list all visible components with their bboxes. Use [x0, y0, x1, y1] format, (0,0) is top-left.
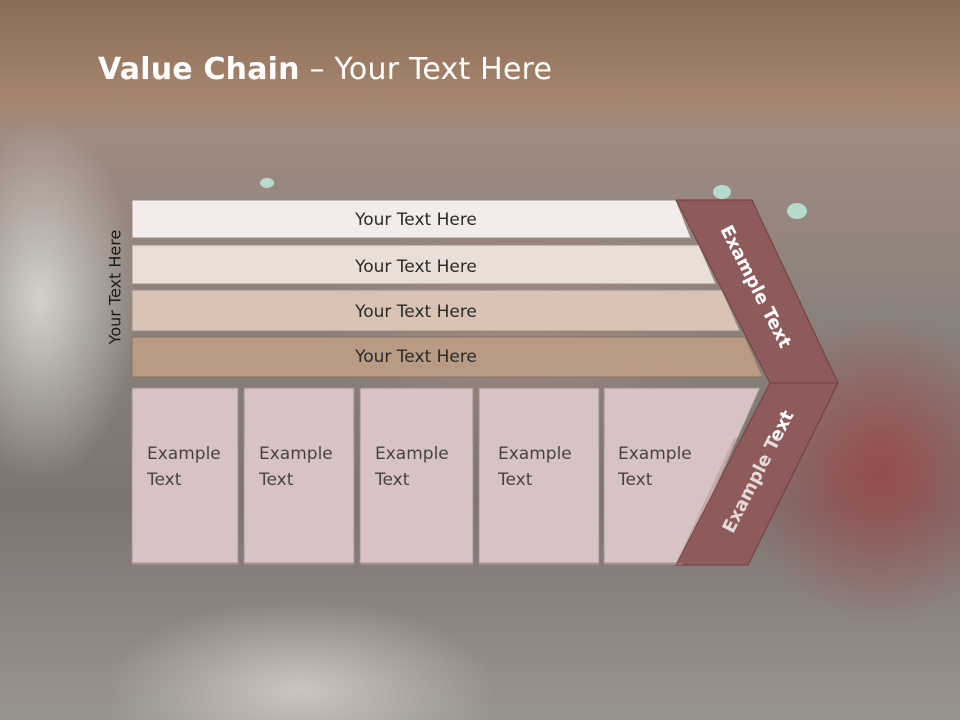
support-band-label: Your Text Here — [354, 347, 477, 367]
primary-box: Example Text — [478, 387, 600, 564]
primary-box-line1: Example — [259, 444, 333, 464]
primary-box-line2: Text — [258, 470, 294, 490]
support-band: Your Text Here — [131, 199, 692, 239]
primary-box-line1: Example — [498, 444, 572, 464]
bokeh-light — [787, 203, 807, 219]
reflection — [132, 438, 806, 565]
primary-box-line2: Text — [374, 470, 410, 490]
support-band-label: Your Text Here — [354, 210, 477, 230]
primary-box-line1: Example — [147, 444, 221, 464]
title-bold: Value Chain — [98, 52, 300, 87]
primary-box: Example Text — [603, 387, 761, 564]
bokeh-light — [260, 178, 274, 188]
primary-box-line2: Text — [497, 470, 533, 490]
primary-box-line2: Text — [617, 470, 653, 490]
slide-title: Value Chain – Your Text Here — [98, 52, 552, 87]
primary-box-line2: Text — [146, 470, 182, 490]
primary-box-line1: Example — [375, 444, 449, 464]
header-band — [0, 0, 960, 135]
support-band: Your Text Here — [131, 244, 717, 285]
support-band: Your Text Here — [131, 336, 764, 378]
primary-box: Example Text — [131, 387, 239, 564]
primary-box: Example Text — [243, 387, 355, 564]
primary-box: Example Text — [359, 387, 474, 564]
support-band: Your Text Here — [131, 289, 741, 332]
primary-box-line1: Example — [618, 444, 692, 464]
title-rest: – Your Text Here — [299, 52, 553, 87]
bokeh-light — [713, 185, 731, 199]
support-band-label: Your Text Here — [354, 302, 477, 322]
support-band-label: Your Text Here — [354, 257, 477, 277]
